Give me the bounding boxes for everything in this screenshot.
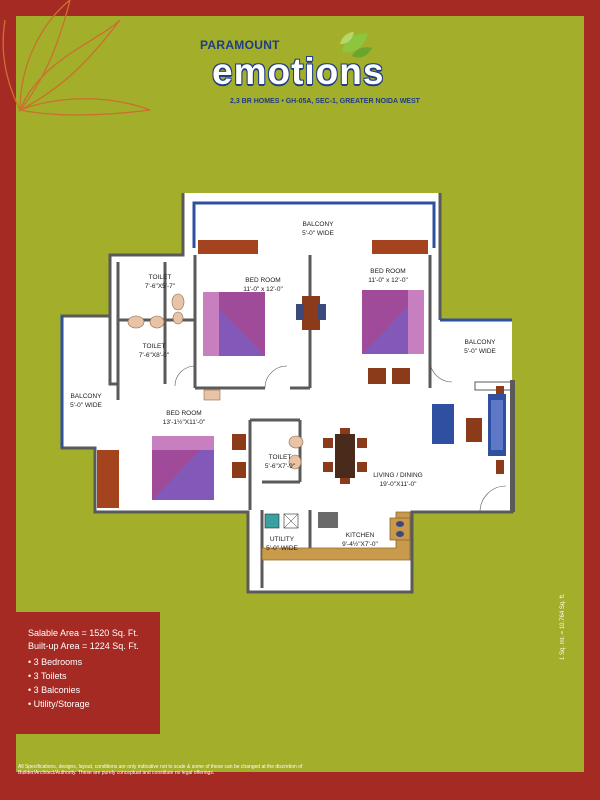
- label-kitchen: KITCHEN: [346, 532, 375, 539]
- size-balcony-right: 5'-0" WIDE: [464, 348, 496, 355]
- feature-bedrooms: • 3 Bedrooms: [28, 657, 83, 667]
- brand-tagline: 2,3 BR HOMES • GH-05A, SEC-1, GREATER NO…: [230, 98, 420, 105]
- scale-note: 1 Sq. mt. = 10.764 Sq. ft.: [560, 593, 566, 660]
- label-balcony-left: BALCONY: [70, 393, 102, 400]
- size-bed-room-3: 13'-1½"X11'-0": [163, 418, 206, 426]
- utility-fixtures: [264, 513, 299, 529]
- label-bed-room-3: BED ROOM: [166, 410, 201, 417]
- balcony-top-window: [192, 201, 436, 248]
- sliding-door: [510, 380, 515, 512]
- feature-toilets: • 3 Toilets: [28, 671, 67, 681]
- size-toilet-1: 7'-6"X5'-7": [145, 283, 176, 290]
- label-bed-room-1: BED ROOM: [245, 277, 280, 284]
- label-toilet-3: TOILET: [269, 454, 292, 461]
- disclaimer-text: All Specifications, designs, layout, con…: [18, 764, 303, 776]
- label-balcony-top: BALCONY: [302, 221, 334, 228]
- label-bed-room-2: BED ROOM: [370, 268, 405, 275]
- feature-utility: • Utility/Storage: [28, 699, 90, 709]
- kitchen-counter: [261, 511, 411, 561]
- balcony-top-floor: [194, 202, 434, 247]
- builtup-area: Built-up Area = 1224 Sq. Ft.: [28, 641, 139, 651]
- brand-name-main: emotions: [212, 51, 385, 92]
- label-utility: UTILITY: [270, 536, 295, 543]
- size-balcony-left: 5'-0" WIDE: [70, 402, 102, 409]
- leaf-icon: [340, 32, 372, 58]
- bed-1: [203, 292, 265, 356]
- dining-table: [323, 428, 367, 484]
- wardrobes: [97, 240, 428, 508]
- sofa-set: [432, 386, 506, 474]
- bed-3: [152, 436, 214, 500]
- size-toilet-3: 5'-6"X7'-9": [265, 463, 296, 470]
- size-toilet-2: 7'-6"X8'-0": [139, 352, 170, 359]
- size-bed-room-2: 11'-0" x 12'-0": [368, 277, 408, 284]
- size-bed-room-1: 11'-0" x 12'-0": [243, 286, 283, 293]
- apartment-floor: [62, 193, 512, 592]
- toilet-fixtures: [127, 293, 304, 470]
- size-kitchen: 9'-4½"X7'-0": [342, 540, 378, 548]
- brand-name-top: PARAMOUNT: [200, 38, 280, 52]
- salable-area: Salable Area = 1520 Sq. Ft.: [28, 628, 139, 638]
- bed-2: [362, 290, 424, 354]
- label-balcony-right: BALCONY: [464, 339, 496, 346]
- size-utility: 5'-0" WIDE: [266, 545, 298, 552]
- feature-balconies: • 3 Balconies: [28, 685, 81, 695]
- brand-block: PARAMOUNT emotions 2,3 BR HOMES • GH-05A…: [200, 30, 460, 105]
- balcony-right-rail: [474, 381, 512, 391]
- label-toilet-1: TOILET: [149, 274, 172, 281]
- lounge-chairs: [368, 368, 410, 384]
- label-toilet-2: TOILET: [143, 343, 166, 350]
- specs-panel: Salable Area = 1520 Sq. Ft. Built-up Are…: [16, 612, 160, 734]
- study-table-1: [296, 296, 326, 330]
- bedroom-3-chairs: [232, 434, 246, 478]
- door-swings: [174, 359, 507, 513]
- label-living-dining: LIVING / DINING: [373, 472, 422, 479]
- size-balcony-top: 5'-0" WIDE: [302, 230, 334, 237]
- size-living-dining: 19'-0"X11'-0": [380, 481, 418, 488]
- decorative-petals: [2, 0, 151, 116]
